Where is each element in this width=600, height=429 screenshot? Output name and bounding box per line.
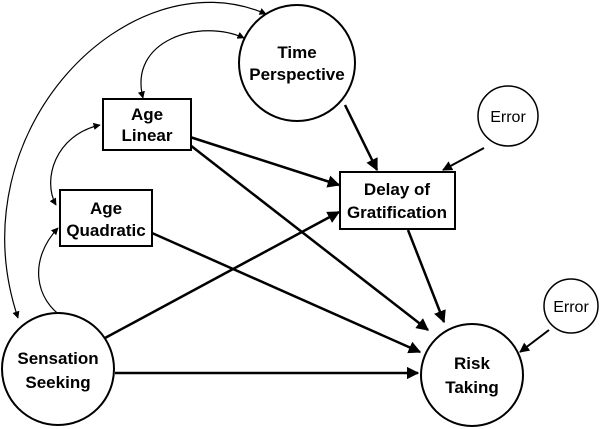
delay-of-gratification-box	[339, 171, 456, 230]
age-linear-box	[102, 98, 192, 151]
path-error-delay	[442, 147, 485, 171]
risk-taking-circle	[420, 323, 524, 427]
correlation-sensation-timeperspective	[4, 1, 267, 319]
path-error-risk	[519, 329, 550, 353]
node-error-delay: Error	[477, 85, 539, 147]
correlation-agequadratic-sensation	[38, 227, 65, 319]
age-linear-label-line1: Age	[131, 105, 163, 124]
node-delay-of-gratification: Delay of Gratification	[339, 171, 456, 230]
node-sensation-seeking: Sensation Seeking	[1, 312, 115, 426]
error-delay-label: Error	[490, 109, 526, 126]
sensation-seeking-label-line2: Seeking	[25, 373, 90, 392]
sensation-seeking-circle	[1, 312, 115, 426]
node-risk-taking: Risk Taking	[420, 323, 524, 427]
error-risk-label: Error	[553, 299, 589, 316]
sensation-seeking-label-line1: Sensation	[17, 349, 98, 368]
correlation-agelinear-timeperspective	[137, 30, 245, 99]
time-perspective-label-line2: Perspective	[249, 65, 344, 84]
delay-of-gratification-label-line2: Gratification	[347, 203, 447, 222]
error-risk-circle	[543, 278, 599, 334]
node-age-linear: Age Linear	[102, 98, 192, 151]
node-time-perspective: Time Perspective	[238, 4, 356, 122]
risk-taking-label-line1: Risk	[454, 354, 490, 373]
time-perspective-circle	[238, 4, 356, 122]
correlation-agelinear-agequadratic	[49, 122, 101, 206]
node-error-risk: Error	[543, 278, 599, 334]
delay-of-gratification-label-line1: Delay of	[364, 180, 430, 199]
path-agelinear-delay	[189, 135, 341, 188]
age-quadratic-box	[59, 189, 153, 247]
path-agequadratic-risk	[151, 231, 422, 354]
node-age-quadratic: Age Quadratic	[59, 189, 153, 247]
age-linear-label-line2: Linear	[121, 126, 172, 145]
age-quadratic-label-line2: Quadratic	[66, 221, 145, 240]
path-agelinear-risk	[189, 144, 429, 331]
risk-taking-label-line2: Taking	[445, 378, 499, 397]
age-quadratic-label-line1: Age	[90, 199, 122, 218]
path-delay-risk	[406, 229, 446, 324]
path-sensation-delay	[104, 210, 341, 340]
path-timeperspective-delay	[343, 104, 379, 172]
error-delay-circle	[477, 85, 539, 147]
time-perspective-label-line1: Time	[277, 43, 316, 62]
